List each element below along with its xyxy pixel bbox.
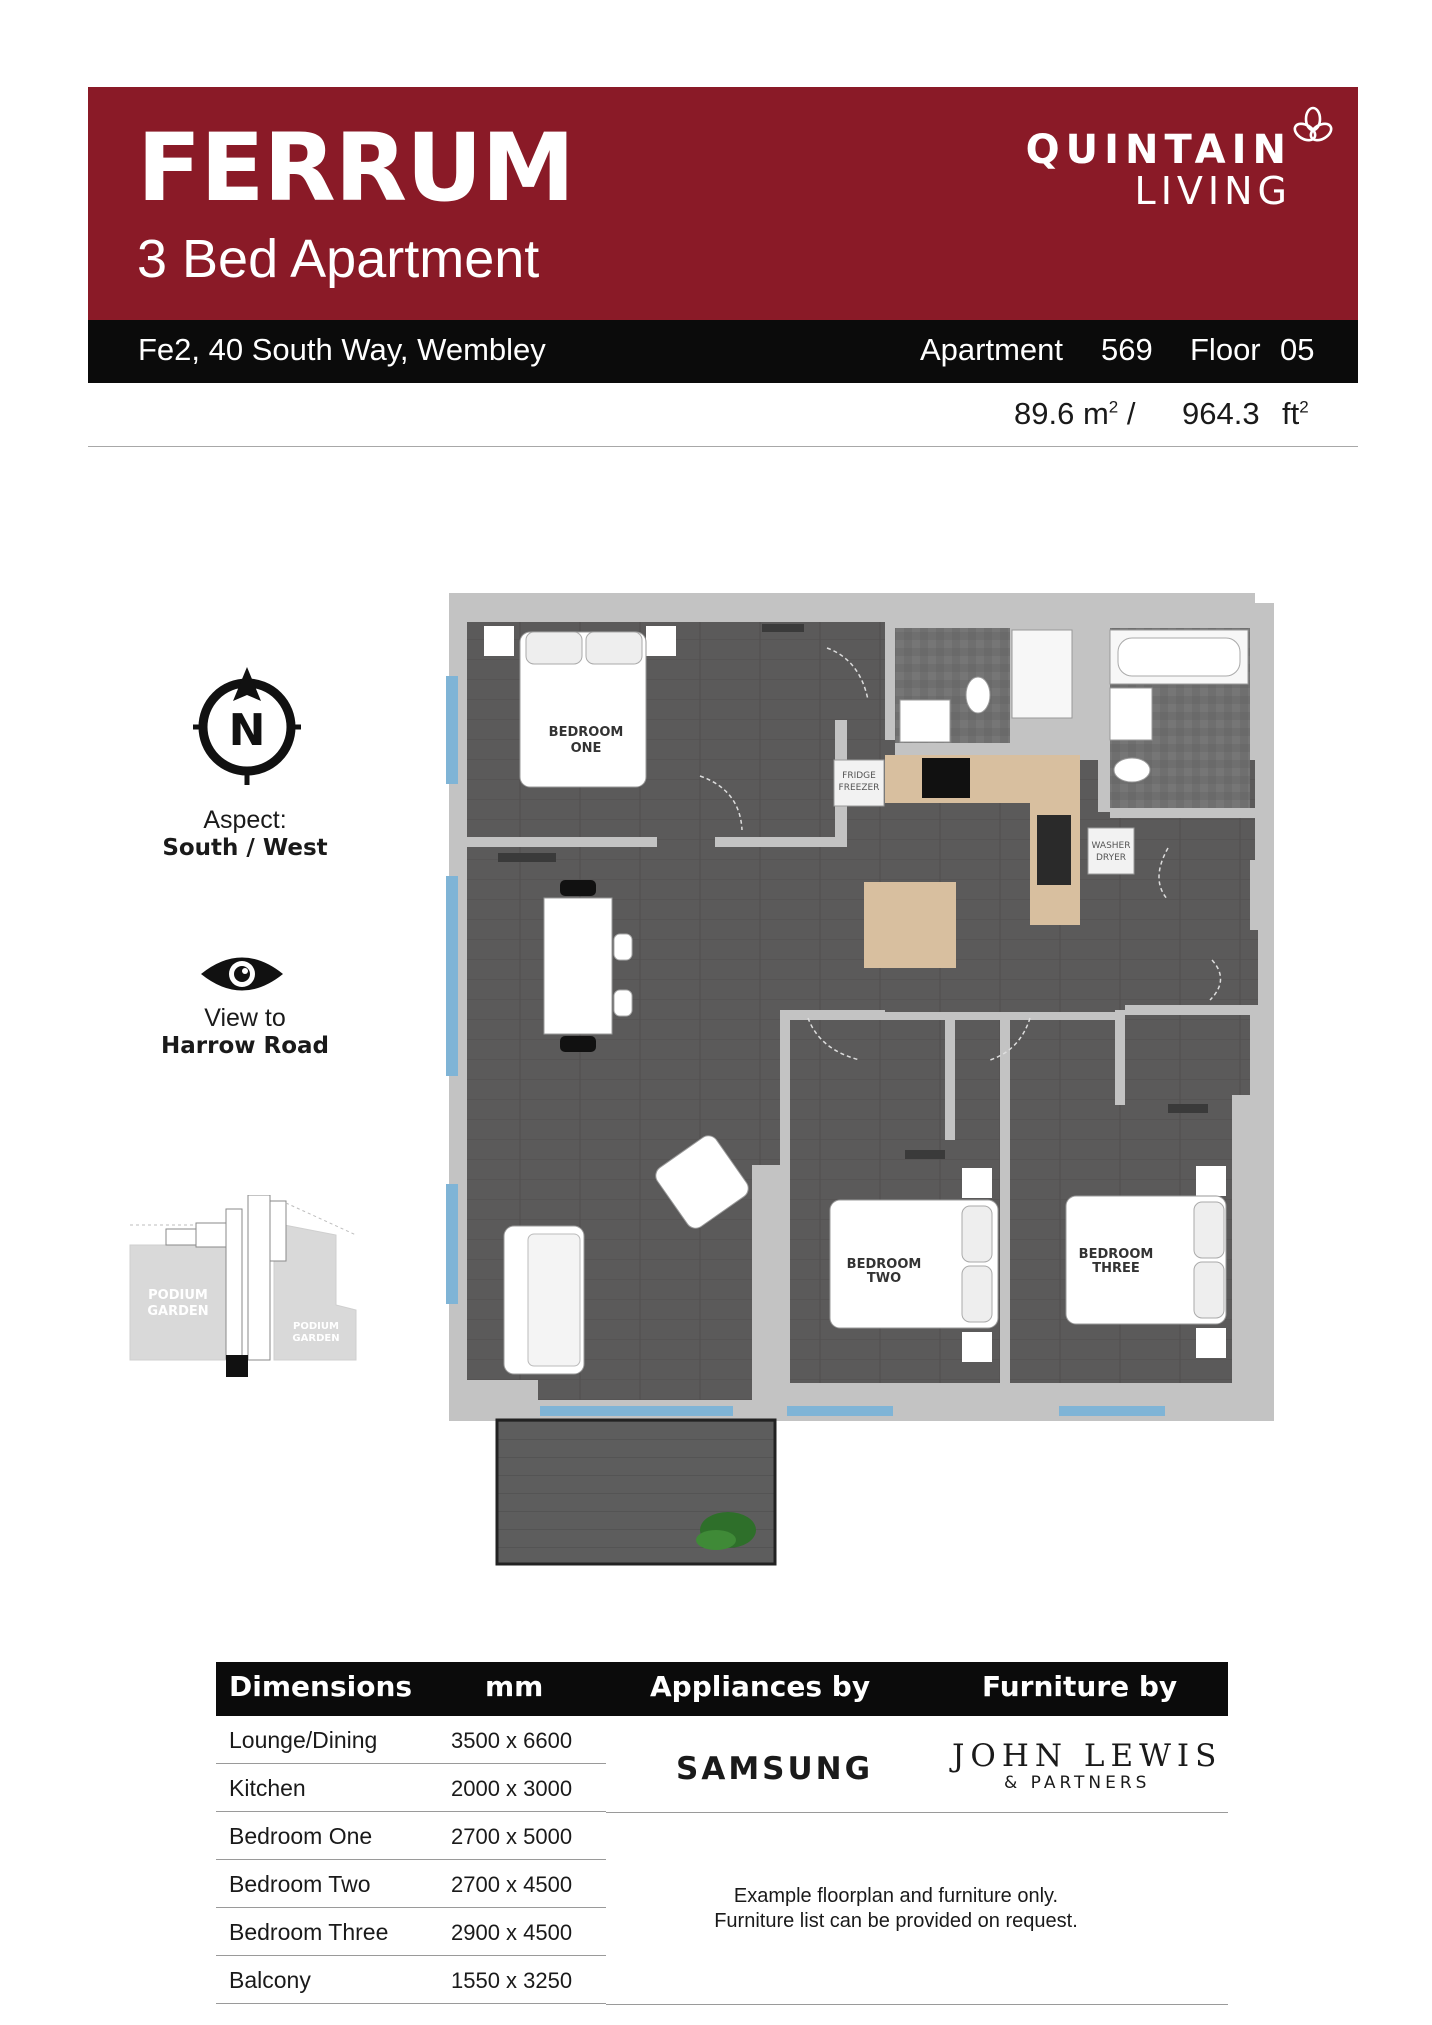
col-furniture: Furniture by — [982, 1670, 1178, 1703]
fridge-label-2: FREEZER — [839, 783, 880, 793]
compass-letter: N — [229, 705, 266, 756]
address-text: Fe2, 40 South Way, Wembley — [138, 332, 546, 367]
floor-label: Floor — [1190, 332, 1261, 367]
compass-icon: N — [193, 667, 301, 785]
toilet-icon — [965, 676, 991, 714]
brands-divider — [606, 1812, 1228, 1813]
aspect-label: Aspect: — [203, 806, 287, 834]
table-row: Lounge/Dining 3500 x 6600 — [216, 1716, 606, 1764]
table-row: Bedroom Three 2900 x 4500 — [216, 1908, 606, 1956]
floor-plan: FRIDGE FREEZER WASHER DRYER BEDROOM ONE — [446, 593, 1274, 1566]
address-bar: Fe2, 40 South Way, Wembley Apartment 569… — [88, 320, 1358, 383]
disclaimer-note: Example floorplan and furniture only. Fu… — [686, 1884, 1106, 1934]
table-row: Bedroom One 2700 x 5000 — [216, 1812, 606, 1860]
bedroom-three-label-2: THREE — [1092, 1261, 1140, 1276]
toilet-icon-2 — [1113, 757, 1151, 783]
fridge-label-1: FRIDGE — [842, 771, 876, 781]
col-appliances: Appliances by — [650, 1670, 871, 1703]
basin-icon-2 — [1109, 687, 1153, 741]
john-lewis-logo: JOHN LEWIS — [952, 1738, 1223, 1774]
keyplan-podium-label-left: PODIUM — [148, 1288, 208, 1303]
bedroom-one-bed: BEDROOM ONE — [484, 626, 676, 788]
room-size: 2000 x 3000 — [451, 1776, 573, 1801]
note-line-1: Example floorplan and furniture only. — [733, 1885, 1059, 1907]
table-header: Dimensions mm Appliances by Furniture by — [216, 1662, 1228, 1716]
room-name: Bedroom Two — [229, 1871, 371, 1897]
note-line-2: Furniture list can be provided on reques… — [714, 1910, 1078, 1932]
table-row: Bedroom Two 2700 x 4500 — [216, 1860, 606, 1908]
washer-label-1: WASHER — [1092, 841, 1131, 851]
view-value: Harrow Road — [160, 1032, 329, 1059]
room-size: 2700 x 4500 — [451, 1872, 573, 1897]
hob-icon — [922, 758, 970, 798]
bedroom-one-label-2: ONE — [571, 741, 602, 756]
table-row: Balcony 1550 x 3250 — [216, 1956, 606, 2004]
bathrooms — [899, 629, 1249, 783]
apartment-type: 3 Bed Apartment — [137, 229, 540, 289]
site-keyplan: PODIUM GARDEN PODIUM GARDEN — [129, 1195, 357, 1377]
development-title: FERRUM — [137, 114, 575, 223]
room-name: Kitchen — [229, 1775, 306, 1801]
header-band — [88, 87, 1358, 320]
table-row: Kitchen 2000 x 3000 — [216, 1764, 606, 1812]
samsung-logo: SAMSUNG — [676, 1751, 874, 1787]
aspect-block: Aspect: South / West — [120, 806, 370, 861]
bedroom-two-bed: BEDROOM TWO — [829, 1168, 999, 1362]
keyplan-garden-label-left: GARDEN — [147, 1304, 208, 1319]
floor-number: 05 — [1280, 332, 1315, 367]
apartment-location-marker — [226, 1355, 248, 1377]
area-sqm: 89.6 m2 / — [1014, 396, 1136, 431]
bedroom-three-bed: BEDROOM THREE — [1065, 1166, 1227, 1358]
room-name: Lounge/Dining — [229, 1727, 378, 1753]
room-size: 2700 x 5000 — [451, 1824, 573, 1849]
bedroom-two-label-2: TWO — [867, 1271, 901, 1286]
kitchen-island — [864, 882, 956, 968]
radiators — [498, 624, 1208, 1159]
view-label: View to — [204, 1004, 286, 1032]
area-sqft: 964.3 — [1182, 396, 1260, 431]
room-name: Bedroom Three — [229, 1919, 389, 1945]
keyplan-podium-label-right: PODIUM — [293, 1321, 339, 1332]
bedroom-one-label-1: BEDROOM — [549, 725, 624, 740]
basin-icon — [899, 699, 951, 743]
table-bottom-rule — [606, 2004, 1228, 2005]
room-size: 3500 x 6600 — [451, 1728, 573, 1753]
door-swings — [699, 647, 1222, 1061]
logo-text-living: LIVING — [1134, 169, 1292, 213]
col-mm: mm — [485, 1670, 544, 1703]
plant-icon — [696, 1512, 756, 1550]
dining-set — [543, 880, 633, 1052]
view-block: View to Harrow Road — [120, 1004, 370, 1059]
sink-icon — [1037, 815, 1071, 885]
room-name: Balcony — [229, 1967, 311, 1993]
keyplan-garden-label-right: GARDEN — [292, 1333, 339, 1344]
john-lewis-partners: & PARTNERS — [1004, 1773, 1151, 1793]
room-name: Bedroom One — [229, 1823, 373, 1849]
logo-text-quintain: QUINTAIN — [1025, 127, 1292, 173]
trefoil-logo-icon — [1293, 106, 1333, 142]
apartment-number: 569 — [1101, 332, 1153, 367]
washer-label-2: DRYER — [1096, 853, 1126, 863]
header-divider — [88, 446, 1358, 447]
eye-icon — [201, 957, 283, 991]
windows — [446, 676, 1165, 1416]
room-size: 2900 x 4500 — [451, 1920, 573, 1945]
kitchen: FRIDGE FREEZER WASHER DRYER — [833, 755, 1135, 968]
aspect-value: South / West — [162, 834, 328, 861]
col-dimensions: Dimensions — [229, 1670, 413, 1703]
area-sqft-unit: ft2 — [1282, 396, 1309, 431]
room-size: 1550 x 3250 — [451, 1968, 573, 1993]
apartment-label: Apartment — [920, 332, 1064, 367]
balcony-deck — [495, 1418, 777, 1566]
lounge-set — [503, 1135, 749, 1375]
bedroom-three-label-1: BEDROOM — [1079, 1247, 1154, 1262]
bedroom-two-label-1: BEDROOM — [847, 1257, 922, 1272]
shower-icon — [1011, 629, 1073, 719]
